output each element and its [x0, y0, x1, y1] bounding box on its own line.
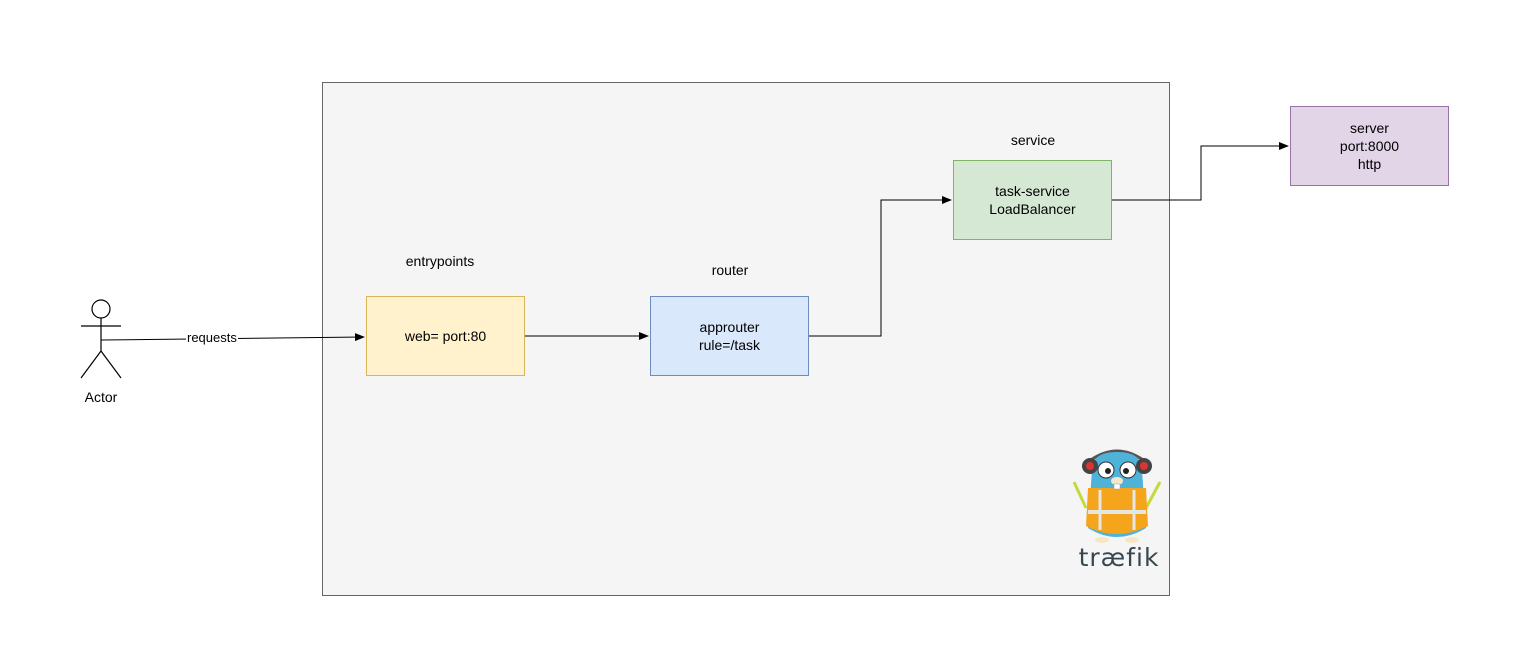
server-node[interactable]: server port:8000 http: [1290, 106, 1449, 186]
traefik-logo-text: træfik: [1078, 543, 1160, 572]
actor-label: Actor: [84, 389, 118, 405]
server-line: server: [1350, 120, 1389, 136]
entrypoints-title: entrypoints: [405, 253, 475, 269]
service-node[interactable]: task-service LoadBalancer: [953, 160, 1112, 240]
service-line: LoadBalancer: [989, 201, 1076, 217]
service-line: task-service: [995, 183, 1070, 199]
server-line: port:8000: [1339, 138, 1400, 154]
entrypoints-node[interactable]: web= port:80: [366, 296, 525, 376]
edge-router-service: [809, 196, 952, 337]
server-line: http: [1357, 156, 1382, 172]
entrypoints-line: web= port:80: [404, 328, 487, 344]
router-line: rule=/task: [698, 337, 761, 353]
edge-service-server: [1112, 142, 1289, 201]
router-line: approuter: [699, 319, 760, 335]
actor-icon: [80, 299, 122, 379]
router-title: router: [711, 262, 749, 278]
service-title: service: [1010, 132, 1056, 148]
edge-label-requests: requests: [186, 330, 238, 345]
traefik-gopher-icon: [1072, 449, 1162, 543]
router-node[interactable]: approuter rule=/task: [650, 296, 809, 376]
